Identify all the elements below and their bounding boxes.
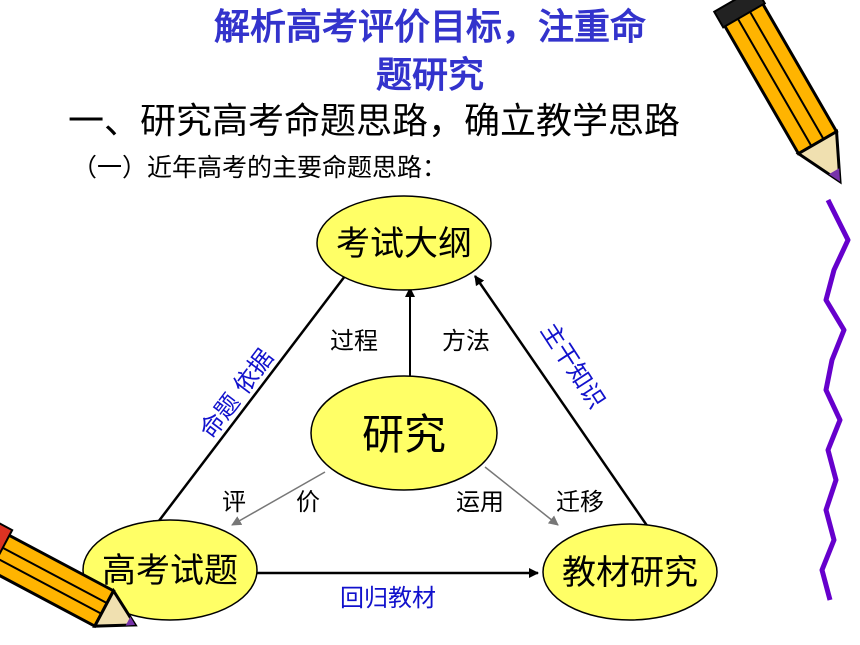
node-exam-questions: [82, 519, 258, 621]
arrow-center-to-right: [484, 466, 559, 526]
arrow-top-to-left: [151, 275, 346, 531]
page-title-line2: 题研究: [375, 55, 484, 96]
arrow-center-to-left: [231, 471, 326, 526]
pencil-icon: [712, 0, 842, 185]
label-evaluate-1: 评: [222, 488, 246, 516]
label-transfer: 迁移: [556, 488, 604, 516]
node-research-label: 研究: [362, 410, 446, 459]
label-basis: 命题 依据: [194, 344, 279, 444]
subsection-heading: （一）近年高考的主要命题思路：: [72, 153, 448, 182]
node-exam-outline-label: 考试大纲: [336, 224, 472, 264]
node-research: [310, 375, 498, 491]
label-apply: 运用: [456, 488, 504, 516]
label-evaluate-2: 价: [296, 488, 320, 516]
node-textbook-research-label: 教材研究: [562, 553, 698, 593]
label-core-knowledge: 主干知识: [535, 318, 611, 414]
squiggle-line: [819, 198, 851, 601]
arrow-right-to-top: [473, 275, 652, 531]
label-process: 过程: [330, 327, 378, 355]
label-method: 方法: [442, 327, 490, 355]
section-heading: 一、研究高考命题思路，确立教学思路: [68, 101, 681, 142]
node-exam-questions-label: 高考试题: [102, 551, 238, 591]
node-exam-outline: [316, 195, 492, 291]
label-back-to-textbook: 回归教材: [340, 584, 436, 612]
pencil-icon: [0, 521, 138, 629]
page-title-line1: 解析高考评价目标，注重命: [213, 7, 646, 48]
node-textbook-research: [542, 523, 718, 621]
